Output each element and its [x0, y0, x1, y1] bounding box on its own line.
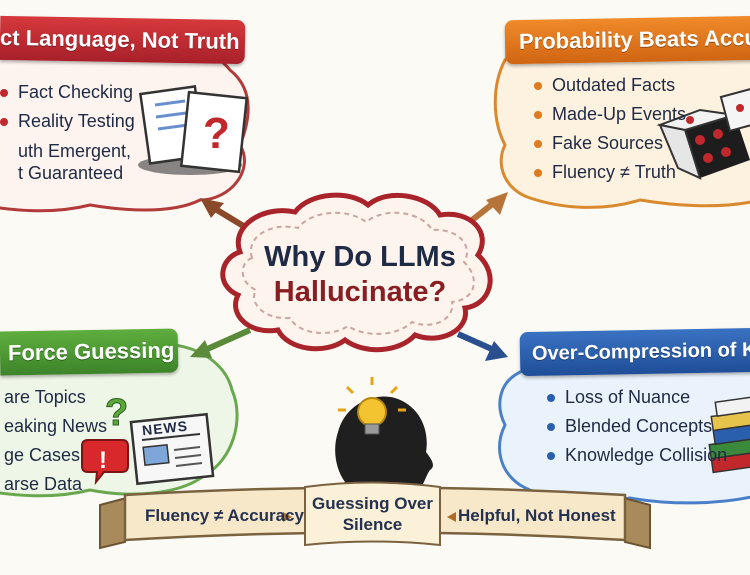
banner-center-line1: Guessing Over	[312, 494, 433, 513]
center-title-line2: Hallucinate?	[273, 276, 447, 308]
list-item: ge Cases	[4, 445, 81, 465]
list-item: arse Data	[4, 474, 83, 494]
question-mark-icon: ?	[105, 392, 129, 435]
ribbon-top-left-title: ct Language, Not Truth	[0, 24, 240, 55]
list-item: Fake Sources	[534, 129, 686, 158]
list-item: Outdated Facts	[534, 71, 686, 100]
center-cloud-inner-dash	[241, 211, 475, 335]
banner-center-line2: Silence	[342, 515, 403, 534]
list-item: uth Emergent,	[18, 141, 132, 161]
list-item: Fact Checking	[0, 78, 135, 107]
center-title: Why Do LLMs Hallucinate?	[250, 240, 470, 310]
banner-left-text: Fluency ≠ Accuracy	[145, 506, 304, 525]
svg-text:?: ?	[203, 109, 230, 158]
banner-right-text: Helpful, Not Honest	[458, 506, 616, 525]
banner-center-text: Guessing Over Silence	[305, 493, 440, 535]
dice-icon	[656, 86, 750, 180]
ribbon-bottom-right: Over-Compression of Know	[519, 327, 750, 377]
list-top-left: Fact Checking Reality Testing uth Emerge…	[0, 78, 135, 184]
ribbon-top-right-title: Probability Beats Accur	[518, 24, 750, 55]
svg-text:?: ?	[105, 392, 128, 434]
newspaper-icon	[129, 412, 215, 486]
ribbon-bottom-right-title: Over-Compression of Know	[531, 338, 750, 365]
list-item: t Guaranteed	[18, 163, 124, 183]
center-title-line1: Why Do LLMs	[264, 241, 456, 273]
document-question-icon: ?	[138, 85, 249, 175]
list-item: Made-Up Events	[534, 100, 686, 129]
exclamation-icon: !	[81, 439, 129, 486]
list-item: Knowledge Collision	[547, 441, 727, 470]
bottom-banner	[99, 481, 651, 550]
list-item: eaking News	[4, 416, 108, 436]
list-bottom-left: are Topics eaking News ge Cases arse Dat…	[4, 383, 107, 499]
ribbon-top-left: ct Language, Not Truth	[0, 15, 246, 65]
center-cloud	[220, 192, 493, 353]
ribbon-top-right: Probability Beats Accur	[504, 15, 750, 65]
ribbon-bottom-left: Force Guessing	[0, 328, 179, 376]
list-item: Fluency ≠ Truth	[534, 158, 686, 187]
list-item: Reality Testing	[0, 107, 135, 136]
svg-text:!: !	[99, 447, 107, 474]
arrow-to-bottom-right	[456, 331, 508, 361]
list-item: Loss of Nuance	[547, 383, 727, 412]
arrow-to-bottom-left	[190, 327, 252, 358]
list-bottom-right: Loss of Nuance Blended Concepts Knowledg…	[547, 383, 727, 470]
ribbon-bottom-left-title: Force Guessing	[7, 337, 175, 366]
list-item: are Topics	[4, 387, 86, 407]
list-top-right: Outdated Facts Made-Up Events Fake Sourc…	[534, 71, 686, 187]
list-item: Blended Concepts	[547, 412, 727, 441]
